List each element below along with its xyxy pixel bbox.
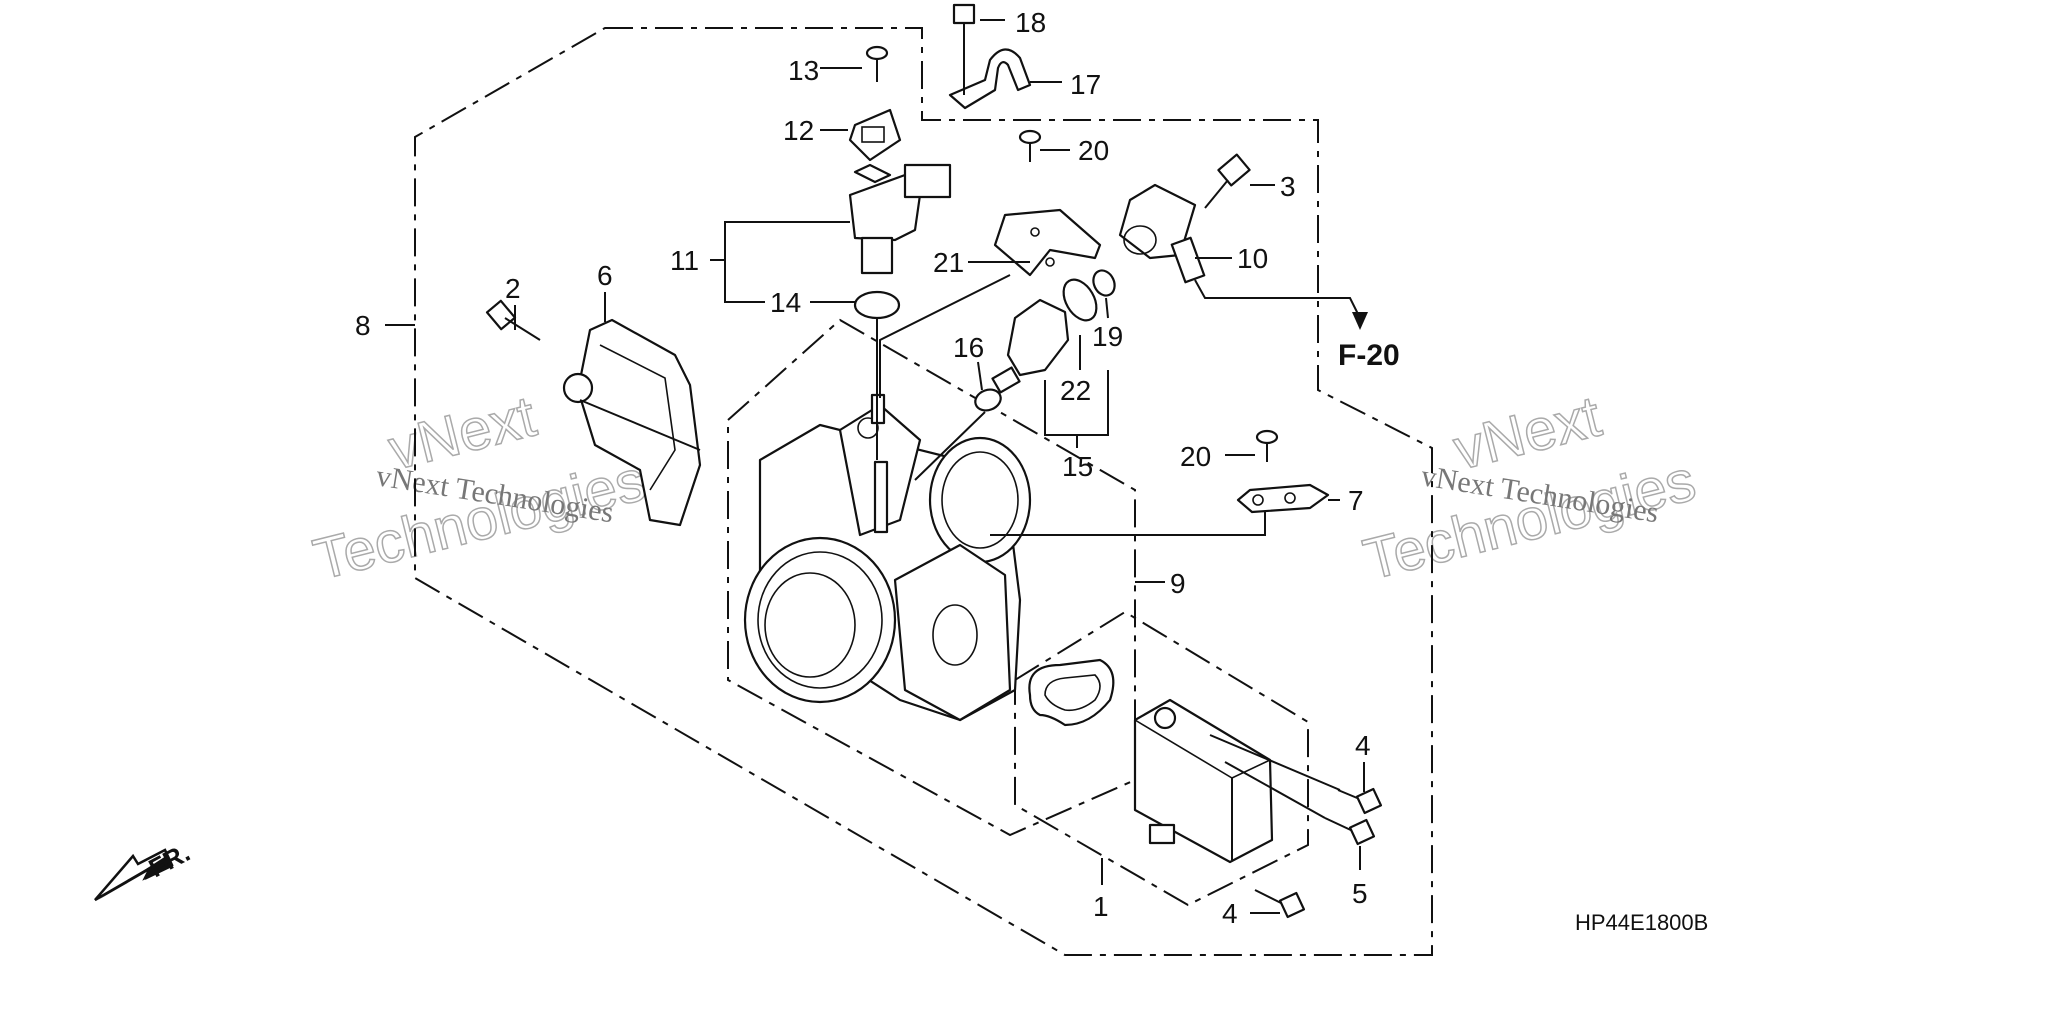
throttle-body [743, 393, 1032, 722]
callout-21: 21 [933, 247, 964, 278]
callout-11: 11 [670, 245, 699, 276]
callout-20-top: 20 [1078, 135, 1109, 166]
callout-17: 17 [1070, 69, 1101, 100]
callout-13: 13 [788, 55, 819, 86]
callout-8: 8 [355, 310, 371, 341]
front-arrow: FR. [94, 837, 195, 902]
callout-7: 7 [1348, 485, 1364, 516]
callout-15: 15 [1062, 451, 1093, 482]
bolt-2 [485, 299, 541, 341]
callout-22: 22 [1060, 375, 1091, 406]
bracket-21 [993, 208, 1102, 277]
callout-2: 2 [505, 273, 521, 304]
sensor-boundary [1014, 610, 1309, 907]
callout-4-lower: 4 [1222, 898, 1238, 929]
bolt-4-lower [1254, 889, 1306, 919]
callout-10: 10 [1237, 243, 1268, 274]
callout-18: 18 [1015, 7, 1046, 38]
screw-20-top [1018, 129, 1042, 162]
callout-16: 16 [953, 332, 984, 363]
callout-14: 14 [770, 287, 801, 318]
seal-19 [1092, 269, 1116, 297]
bolt-4-upper [1337, 787, 1383, 815]
screw-20-mid [1255, 429, 1279, 462]
injector-22 [991, 278, 1098, 394]
o-ring-14 [853, 290, 901, 320]
gasket [1028, 658, 1115, 727]
screw-13 [865, 45, 889, 82]
callout-20-mid: 20 [1180, 441, 1211, 472]
callout-19: 19 [1092, 321, 1123, 352]
callout-5: 5 [1352, 878, 1368, 909]
bolt-3 [1204, 153, 1251, 209]
callout-6: 6 [597, 260, 613, 291]
reference-f20: F-20 [1338, 339, 1400, 372]
plate-12 [848, 108, 902, 162]
leader-lines [385, 19, 1368, 914]
callout-1: 1 [1093, 891, 1109, 922]
watermark-right: vNext Technologies vNext Technologies [1357, 383, 1703, 593]
cover-bracket [562, 318, 702, 527]
bolt-18 [952, 3, 976, 40]
sensor-11 [848, 163, 952, 275]
injector-10 [1118, 183, 1206, 284]
callout-12: 12 [783, 115, 814, 146]
assembly-boundary-outer [414, 27, 1433, 956]
callout-3: 3 [1280, 171, 1296, 202]
sensor-module [1133, 698, 1274, 864]
assembly-boundary-inner [727, 318, 1136, 837]
callout-labels: 18 17 13 12 20 3 10 11 21 14 16 19 22 15… [355, 7, 1371, 929]
seal-16 [974, 388, 1002, 412]
callout-4-upper: 4 [1355, 730, 1371, 761]
callout-9: 9 [1170, 568, 1186, 599]
bracket-7 [1236, 483, 1330, 514]
clamp-17 [948, 48, 1032, 110]
bolt-5 [1324, 817, 1376, 846]
diagram-code: HP44E1800B [1575, 910, 1708, 935]
